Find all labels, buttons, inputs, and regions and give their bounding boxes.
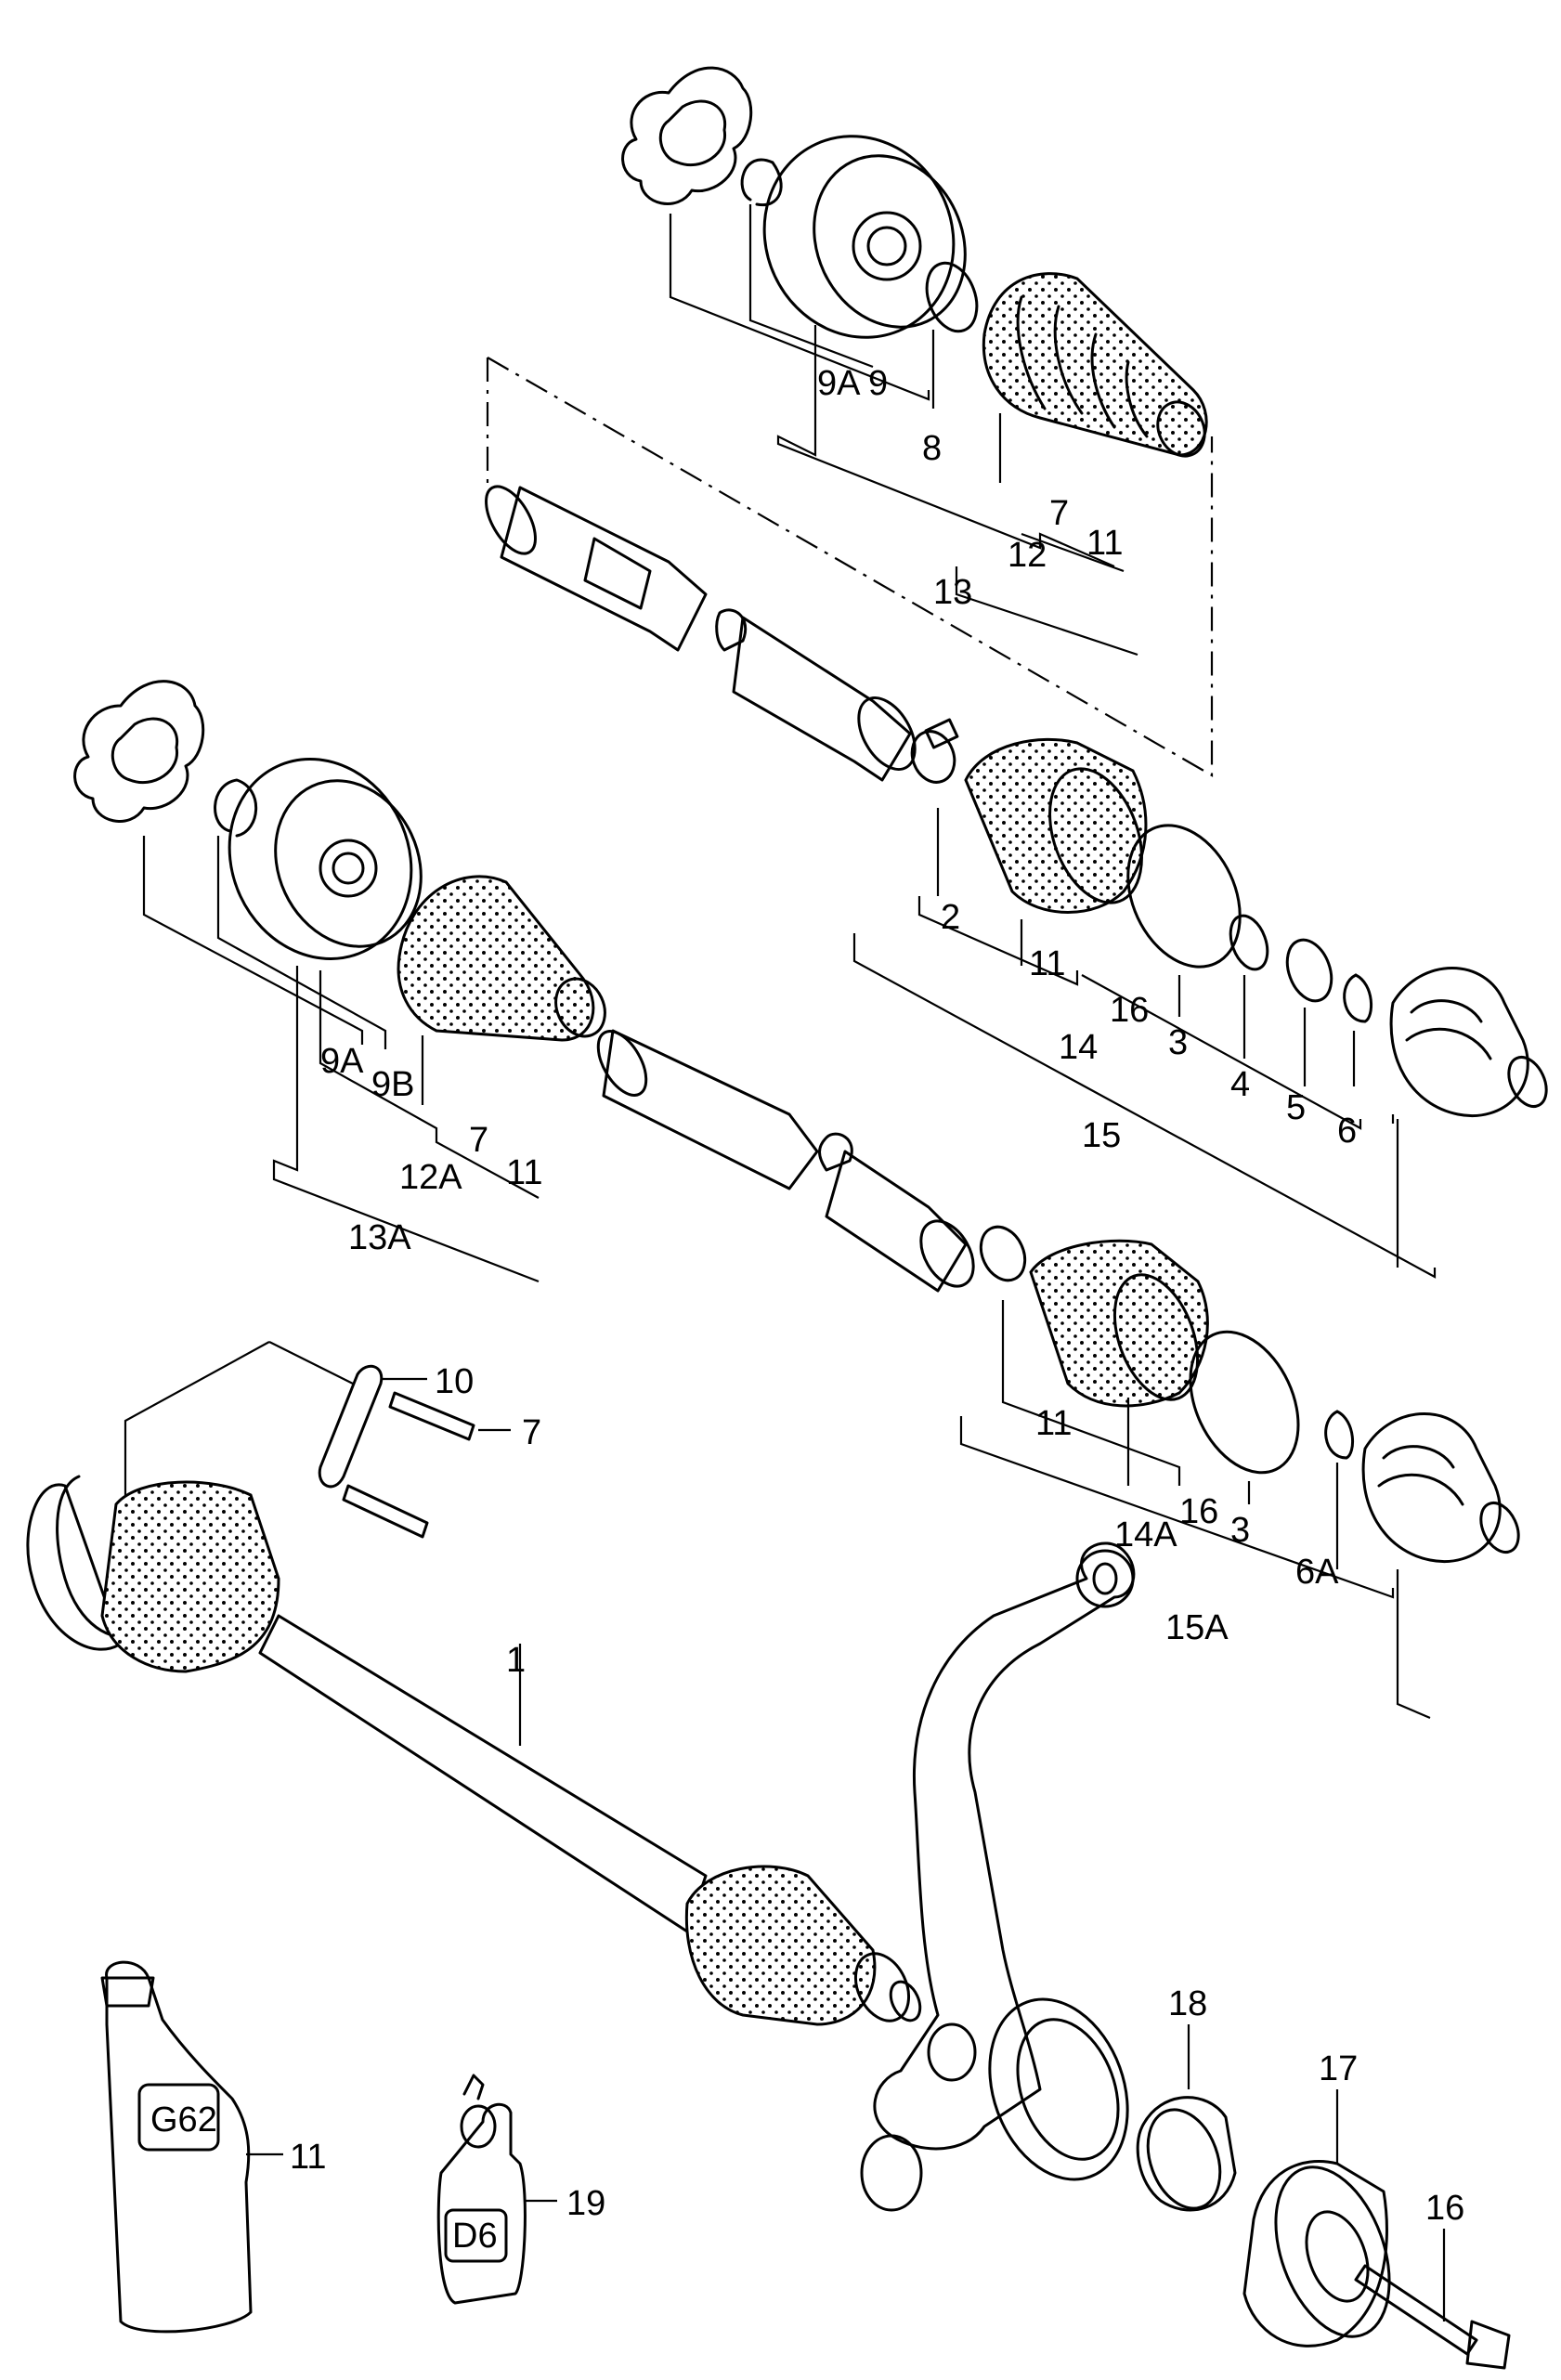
callout-c-11-mid: 11 xyxy=(1029,944,1065,983)
bearing-housing xyxy=(988,1997,1129,2181)
callout-c-17: 17 xyxy=(1319,2049,1358,2088)
callout-c-11-low: 11 xyxy=(1035,1404,1072,1443)
callout-c-14: 14 xyxy=(1059,1028,1098,1067)
callout-c-19: 19 xyxy=(566,2184,605,2223)
callout-c-9b: 9B xyxy=(371,1065,414,1104)
shaft-left xyxy=(596,1029,975,1293)
shaft-top xyxy=(485,485,917,782)
hub-bolt-16 xyxy=(1354,2264,1511,2370)
grease-tube: G62 xyxy=(100,1960,253,2334)
callout-c-15a: 15A xyxy=(1165,1608,1229,1647)
circlip-top xyxy=(740,158,783,207)
seal-5 xyxy=(1285,938,1333,1003)
callout-c-16-bolt: 16 xyxy=(1425,2189,1464,2228)
left-cv-joint-group xyxy=(73,680,606,1283)
outer-joint-right xyxy=(1389,967,1548,1117)
callout-c-7-left: 7 xyxy=(469,1121,488,1160)
clamp-lower xyxy=(1189,1330,1300,1475)
seal-top xyxy=(925,261,979,333)
callout-c-12: 12 xyxy=(1008,536,1047,575)
wheel-hub-17 xyxy=(1242,2160,1391,2347)
steering-knuckle xyxy=(860,1541,1136,2212)
callout-c-9a-left: 9A xyxy=(320,1042,364,1081)
callout-c-5: 5 xyxy=(1286,1088,1306,1127)
wheel-bearing-18 xyxy=(1136,2096,1237,2212)
circlip-6 xyxy=(1343,973,1373,1023)
callout-c-11-tube: 11 xyxy=(290,2138,326,2177)
callout-c-13a: 13A xyxy=(348,1218,411,1257)
callout-c-11-left: 11 xyxy=(506,1153,542,1192)
clamp-2 xyxy=(910,718,959,784)
outer-joint-lower xyxy=(1361,1412,1520,1563)
callout-c-12a: 12A xyxy=(399,1158,462,1197)
callout-c-14a: 14A xyxy=(1114,1515,1177,1554)
callout-c-3-low: 3 xyxy=(1230,1511,1250,1550)
callout-c-15: 15 xyxy=(1082,1116,1121,1155)
callout-c-9-top: 9 xyxy=(868,364,888,403)
bracket-9a-top xyxy=(669,214,930,401)
callout-c-2: 2 xyxy=(941,898,960,937)
callout-c-9a-top: 9A xyxy=(817,364,861,403)
drive-shaft-1 xyxy=(26,1475,922,2026)
oil-bottle-label: D6 xyxy=(452,2217,498,2256)
gasket-left xyxy=(73,680,205,823)
grease-tube-label: G62 xyxy=(150,2100,217,2139)
callout-c-7-top: 7 xyxy=(1049,494,1069,533)
bracket-10 xyxy=(318,1364,511,1539)
boot-lower-mid xyxy=(1029,1239,1209,1408)
cv-joint-left xyxy=(228,758,423,960)
callout-c-3-mid: 3 xyxy=(1168,1023,1188,1062)
callout-c-16-low: 16 xyxy=(1179,1492,1218,1531)
callout-c-13: 13 xyxy=(933,573,972,612)
callout-c-8: 8 xyxy=(922,429,942,468)
callout-c-16-mid: 16 xyxy=(1110,991,1149,1030)
oil-bottle: D6 xyxy=(436,2074,527,2305)
callout-c-11-top: 11 xyxy=(1086,524,1123,563)
callout-c-4: 4 xyxy=(1230,1065,1250,1104)
callout-c-7-bolt: 7 xyxy=(522,1413,541,1452)
callout-c-10: 10 xyxy=(435,1362,474,1401)
clamp-left-shaft xyxy=(979,1225,1027,1282)
boot-middle xyxy=(964,737,1148,914)
callout-c-6: 6 xyxy=(1337,1112,1357,1151)
callout-c-6a: 6A xyxy=(1295,1553,1339,1592)
cv-joint-top xyxy=(762,135,967,339)
circlip-left xyxy=(214,778,258,838)
gasket-top xyxy=(621,66,753,205)
callout-c-1: 1 xyxy=(506,1641,526,1680)
boot-left xyxy=(397,875,606,1042)
circlip-6a xyxy=(1324,1410,1355,1460)
top-cv-joint-group xyxy=(486,66,1214,777)
boot-top xyxy=(982,272,1208,458)
clamp-3 xyxy=(1126,824,1242,969)
callout-c-18: 18 xyxy=(1168,1984,1207,2023)
